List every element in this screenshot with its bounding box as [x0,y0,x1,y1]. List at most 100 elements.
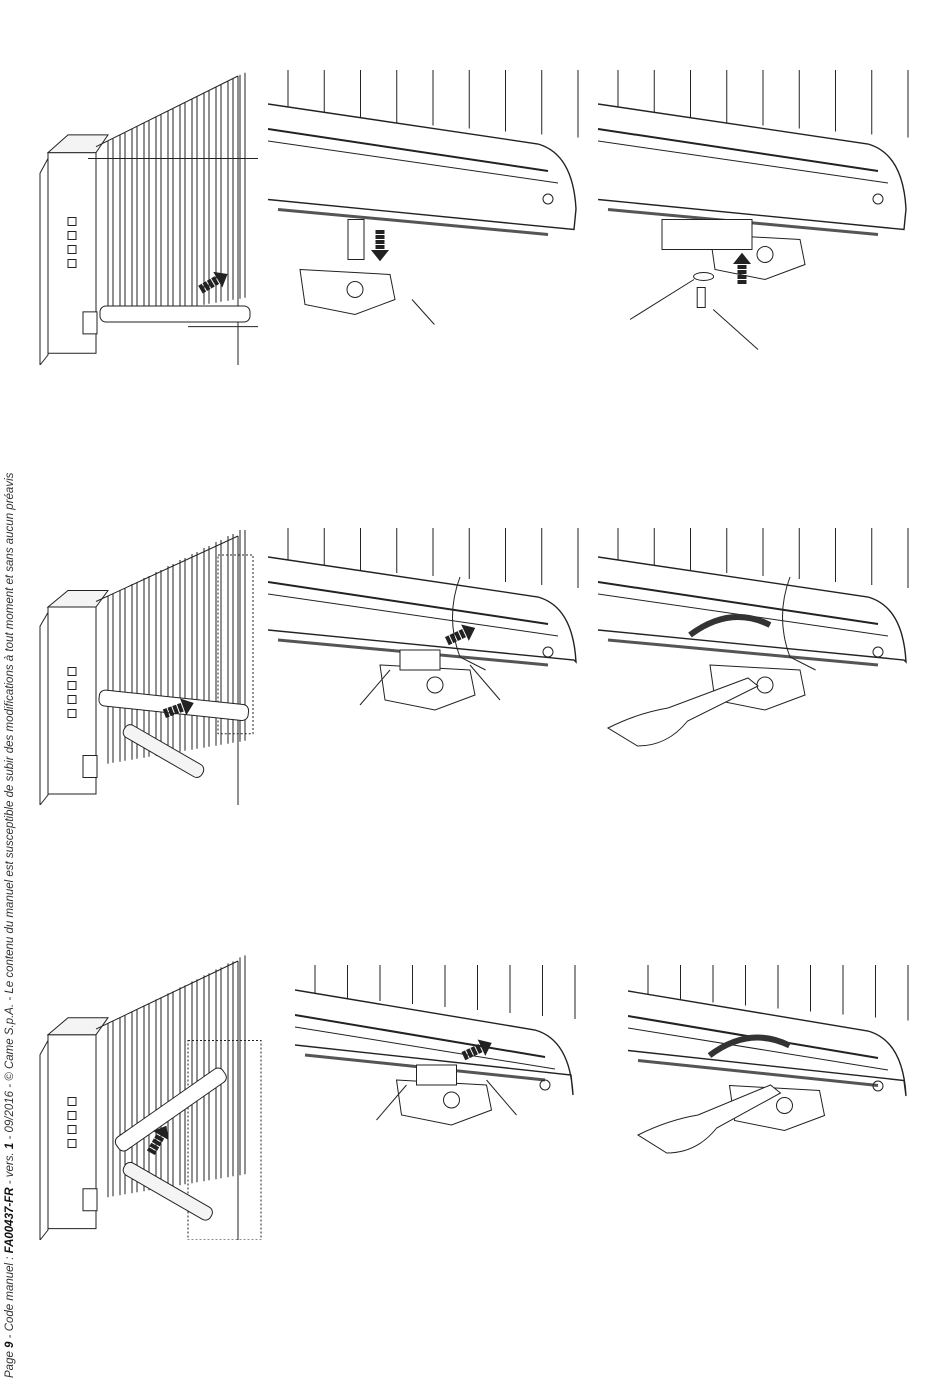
figure-slider-push [268,528,588,768]
figure-wrench-tighten [598,528,918,768]
motion-arrow-icon [460,1036,494,1063]
bolt-icon [444,1092,460,1108]
page-number: 9 [4,1341,16,1348]
mounting-bracket [83,312,97,334]
housing-edge [295,1027,555,1069]
callout-line [360,670,390,705]
actuator-housing [598,557,906,662]
figure-bracket-insert [268,70,588,360]
bracket-seat [662,220,752,250]
motion-arrow-icon [144,1122,173,1156]
gate-top-rail [96,76,238,147]
figure-gate-overview-3 [38,955,263,1240]
gate-top-rail [96,961,238,1029]
screw-icon [697,288,705,308]
pillar-brick [68,1112,76,1120]
housing-hole [873,647,883,657]
figure-bolt-fasten [598,70,918,360]
housing-groove [598,582,878,624]
actuator-rail [278,210,548,235]
mounting-bracket [83,756,97,778]
code-label: - Code manuel : [4,1253,16,1342]
pin [348,220,364,260]
actuator-housing [598,104,906,230]
motion-arrow-icon [162,696,196,721]
pillar-cap [48,1018,108,1035]
pillar-brick [68,668,76,676]
housing-groove [295,1015,545,1057]
housing-edge [268,141,558,183]
hand-with-wrench [638,1085,781,1153]
pillar-brick [68,682,76,690]
housing-edge [268,594,558,636]
housing-groove [598,129,878,171]
pillar-brick [68,1140,76,1148]
page-label: Page [4,1347,16,1378]
figure-gate-overview-1 [38,70,258,365]
actuator-housing [268,104,576,230]
housing-hole [873,1081,883,1091]
housing-edge [628,1028,888,1070]
wall [40,1041,48,1240]
figure-wrench-tighten-2 [628,965,918,1175]
callout-line [470,665,500,700]
motion-arrow-icon [197,267,231,296]
actuator-housing [628,991,906,1096]
pillar-brick [68,1098,76,1106]
callout-line [630,280,694,320]
actuator-body [113,1066,229,1154]
bolt-icon [777,1098,793,1114]
washer-icon [694,273,714,281]
bolt-icon [757,247,773,263]
curved-arrow-icon [690,617,770,635]
actuator-housing [295,990,573,1095]
footer-disclaimer: - 09/2016 - © Came S.p.A. - Le contenu d… [4,472,16,1143]
housing-joint [453,577,486,670]
actuator-rail [608,640,878,665]
actuator-housing [268,557,576,662]
detail-frame [188,1041,261,1241]
manual-code: FA00437-FR [4,1187,16,1254]
motion-arrow-icon [372,231,388,261]
hand-with-wrench [608,678,758,746]
wall [40,159,48,365]
pillar-brick [68,1126,76,1134]
mounting-bracket [83,1189,97,1211]
actuator-arm [121,1160,215,1222]
actuator-body [98,690,249,722]
pillar-cap [48,591,108,608]
callout-line [412,300,434,325]
housing-joint [783,577,816,670]
version-number: 1 [4,1142,16,1150]
slider-block [417,1065,457,1085]
pillar-brick [68,232,76,240]
callout-line [377,1085,407,1120]
pillar-brick [68,218,76,226]
wall [40,613,48,805]
curved-arrow-icon [710,1038,790,1056]
pillar-brick [68,696,76,704]
page-footer: Page 9 - Code manuel : FA00437-FR - vers… [4,473,16,1378]
figure-slider-push-2 [295,965,585,1165]
housing-edge [598,141,888,183]
callout-line [713,310,758,350]
version-label: - vers. [4,1149,16,1188]
callout-line [487,1080,517,1115]
actuator-rail [638,1061,878,1086]
housing-hole [540,1080,550,1090]
bolt-icon [427,677,443,693]
actuator-body [100,306,250,322]
figure-gate-overview-2 [38,530,258,805]
housing-hole [873,194,883,204]
motion-arrow-icon [734,254,750,284]
detail-frame [218,555,253,734]
gate-top-rail [96,536,238,602]
slider-block [400,650,440,670]
housing-groove [268,129,548,171]
housing-groove [268,582,548,624]
motion-arrow-icon [444,621,478,648]
pillar-cap [48,135,108,153]
actuator-arm [121,723,206,780]
pillar-brick [68,246,76,254]
pillar-brick [68,710,76,718]
